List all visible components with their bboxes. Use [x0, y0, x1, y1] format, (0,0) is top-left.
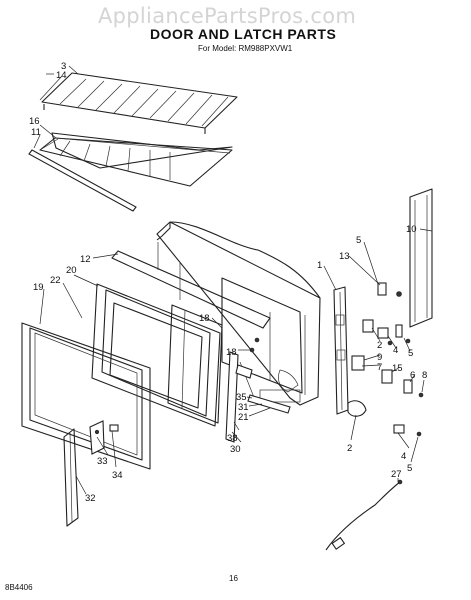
door-inner-frame	[91, 283, 221, 427]
trim-strip	[28, 149, 137, 212]
hinge-parts	[235, 337, 291, 414]
wire-harness	[325, 479, 403, 551]
callout-22: 22	[50, 275, 61, 286]
callout-6: 6	[410, 370, 415, 381]
page-title: DOOR AND LATCH PARTS	[150, 26, 337, 42]
callout-1: 1	[317, 260, 322, 271]
callout-32: 32	[85, 493, 96, 504]
callout-18b: 18	[226, 347, 237, 358]
callout-13: 13	[339, 251, 350, 262]
callout-19: 19	[33, 282, 44, 293]
latch-switches	[347, 282, 424, 437]
callout-4b: 4	[401, 451, 406, 462]
door-outer-panel	[21, 322, 151, 470]
cabinet-frame	[156, 221, 321, 406]
callout-9: 9	[377, 352, 382, 363]
footer-code: 8B4406	[5, 583, 33, 592]
callout-2b: 2	[347, 443, 352, 454]
callout-30: 30	[230, 444, 241, 455]
callout-33: 33	[97, 456, 108, 467]
callout-5c: 5	[407, 463, 412, 474]
callout-7: 7	[377, 362, 382, 373]
callout-5a: 5	[356, 235, 361, 246]
callout-2a: 2	[377, 340, 382, 351]
callout-35: 35	[236, 392, 247, 403]
glass-tray	[39, 132, 233, 187]
side-panel	[409, 188, 433, 328]
callout-34: 34	[112, 470, 123, 481]
latch-plate	[333, 286, 349, 415]
callout-4a: 4	[393, 345, 398, 356]
callout-3: 3	[61, 61, 66, 72]
leader-lines	[33, 65, 433, 495]
callout-16: 16	[29, 116, 40, 127]
callout-18a: 18	[199, 313, 210, 324]
callout-labels: 14 3 16 11 12 20 22 19 18 18 10 5 13 1 2…	[29, 61, 427, 504]
callout-5b: 5	[408, 348, 413, 359]
callout-12: 12	[80, 254, 91, 265]
door-handle	[63, 420, 119, 527]
oven-rack	[39, 72, 238, 134]
callout-14: 14	[56, 70, 67, 81]
callout-10: 10	[406, 224, 417, 235]
model-line: For Model: RM988PXVW1	[198, 44, 293, 53]
top-frame-bar	[111, 250, 271, 329]
callout-38: 38	[227, 433, 238, 444]
callout-11: 11	[31, 127, 41, 138]
callout-15: 15	[392, 363, 403, 374]
watermark: AppliancePartsPros.com	[98, 4, 357, 28]
door-middle-panel	[167, 304, 239, 443]
callout-21: 21	[238, 412, 249, 423]
callout-31: 31	[238, 402, 249, 413]
callout-27: 27	[391, 469, 402, 480]
page-number: 16	[229, 574, 238, 583]
callout-20: 20	[66, 265, 77, 276]
callout-8: 8	[422, 370, 427, 381]
